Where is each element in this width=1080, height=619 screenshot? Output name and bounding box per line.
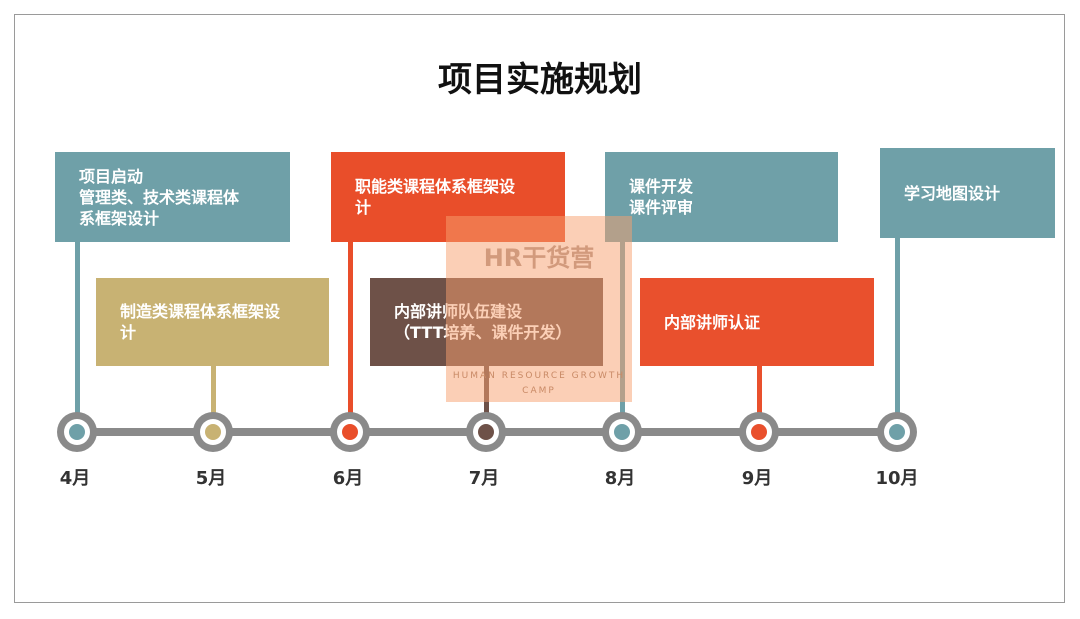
- milestone-text: 内部讲师认证: [664, 312, 761, 332]
- milestone-box: 课件开发课件评审: [605, 152, 838, 242]
- timeline-node: [57, 412, 97, 452]
- milestone-text: 制造类课程体系框架设: [120, 302, 281, 321]
- milestone-connector: [211, 366, 216, 432]
- month-label: 10月: [875, 468, 919, 489]
- page-title: 项目实施规划: [438, 60, 642, 100]
- milestone-box: 学习地图设计: [880, 148, 1055, 238]
- milestone-connector: [75, 242, 80, 432]
- milestone-text: 计: [355, 198, 372, 217]
- node-dot: [751, 424, 767, 440]
- month-label: 5月: [195, 468, 227, 489]
- milestone-box: 制造类课程体系框架设计: [96, 278, 329, 366]
- milestone-connector: [620, 242, 625, 432]
- node-dot: [205, 424, 221, 440]
- milestone-box: 职能类课程体系框架设计: [331, 152, 565, 242]
- month-label: 8月: [604, 468, 636, 489]
- milestone-text: 内部讲师队伍建设: [394, 302, 523, 321]
- milestone-text: （TTT培养、课件开发）: [394, 323, 572, 342]
- timeline-node: [602, 412, 642, 452]
- month-label: 6月: [332, 468, 364, 489]
- month-label: 4月: [59, 468, 91, 489]
- slide-frame: [14, 14, 1065, 603]
- milestone-connector: [895, 238, 900, 432]
- timeline-node: [330, 412, 370, 452]
- timeline-node: [877, 412, 917, 452]
- milestone-connector: [757, 366, 762, 432]
- milestone-box: 内部讲师队伍建设 （TTT培养、课件开发）: [370, 278, 603, 366]
- timeline-node: [466, 412, 506, 452]
- milestone-box: 项目启动管理类、技术类课程体系框架设计: [55, 152, 290, 242]
- milestone-text: 管理类、技术类课程体: [79, 187, 240, 207]
- milestone-text: 系框架设计: [79, 208, 160, 228]
- milestone-box: 内部讲师认证: [640, 278, 874, 366]
- milestone-text: 学习地图设计: [904, 183, 1001, 203]
- timeline-node: [739, 412, 779, 452]
- milestone-text: 职能类课程体系框架设: [355, 177, 516, 196]
- milestone-connector: [348, 242, 353, 432]
- node-dot: [614, 424, 630, 440]
- milestone-text: 计: [120, 323, 137, 342]
- node-dot: [69, 424, 85, 440]
- month-label: 7月: [468, 468, 500, 489]
- milestone-text: 项目启动: [79, 166, 144, 186]
- node-dot: [889, 424, 905, 440]
- timeline-node: [193, 412, 233, 452]
- milestone-text: 课件开发: [629, 177, 694, 196]
- milestone-text: 课件评审: [629, 198, 694, 217]
- month-label: 9月: [741, 468, 773, 489]
- node-dot: [478, 424, 494, 440]
- node-dot: [342, 424, 358, 440]
